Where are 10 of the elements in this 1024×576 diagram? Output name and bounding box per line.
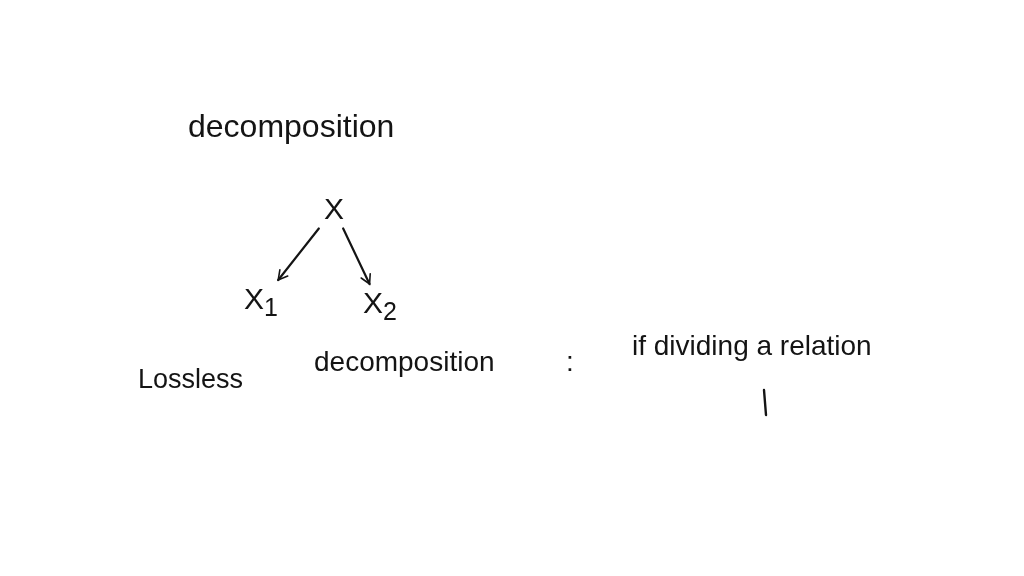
heading-text: decomposition [188,108,395,145]
term-text: Lossless [138,364,244,396]
variable-label: X$_{2}$ [357,284,403,328]
variable-label: X [318,190,350,229]
colon-text: : [566,346,574,379]
term-text: decomposition [314,346,495,379]
arrow [342,227,371,286]
definition-text: if dividing a relation [632,330,872,363]
arrow [277,227,320,282]
variable-label: X$_{1}$ [238,280,284,324]
